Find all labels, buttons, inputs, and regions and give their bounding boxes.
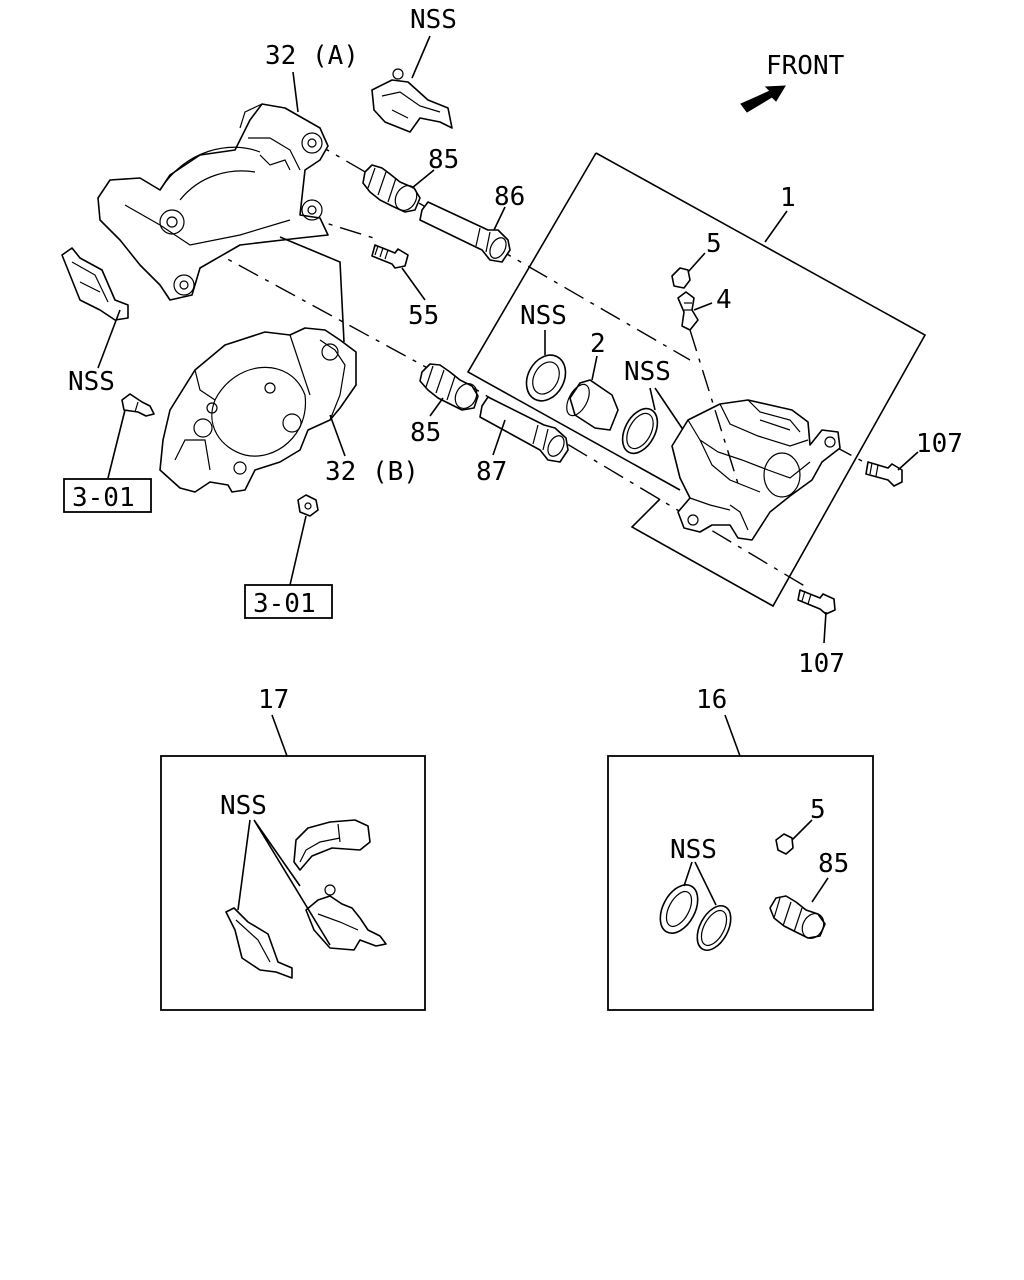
label-nss-top[interactable]: NSS: [410, 5, 457, 35]
leader-5-top: [687, 252, 706, 273]
leader-32b-top: [279, 236, 345, 343]
leader-107-bottom: [823, 611, 827, 644]
label-nss-kit16[interactable]: NSS: [670, 835, 717, 865]
leader-nss-left: [97, 309, 121, 369]
label-55[interactable]: 55: [408, 301, 439, 331]
kit-clip-b: [305, 884, 387, 951]
leader-32b: [329, 414, 346, 457]
label-1[interactable]: 1: [780, 183, 796, 213]
kit-16-box: [607, 755, 874, 1011]
label-nss-ring[interactable]: NSS: [624, 357, 671, 387]
leader-86: [493, 206, 506, 231]
label-87[interactable]: 87: [476, 457, 507, 487]
ref-box-bottom[interactable]: [244, 584, 333, 619]
label-85-kit[interactable]: 85: [818, 849, 849, 879]
bleeder-screw-4: [677, 291, 699, 331]
kit-17-box: [160, 755, 426, 1011]
leader-ref-left: [107, 409, 126, 479]
label-nss-kit17[interactable]: NSS: [220, 791, 267, 821]
pad-clip-top: [371, 68, 453, 133]
label-4[interactable]: 4: [716, 285, 732, 315]
label-17[interactable]: 17: [258, 685, 289, 715]
label-107-bottom[interactable]: 107: [798, 649, 845, 679]
bleeder-cap-5: [671, 267, 691, 289]
axis-line-lower: [459, 379, 809, 589]
leader-4: [693, 302, 713, 311]
label-107-right[interactable]: 107: [916, 429, 963, 459]
kit-piston-seal: [659, 884, 699, 934]
leader-32a: [292, 71, 299, 113]
mounting-bolt-left: [121, 393, 155, 417]
label-85-top[interactable]: 85: [428, 145, 459, 175]
leader-2: [591, 355, 598, 381]
leader-5-kit: [791, 819, 813, 841]
label-32b[interactable]: 32 (B): [325, 457, 419, 487]
caliper-bracket-b: [159, 327, 357, 493]
kit-clip-a: [225, 907, 293, 979]
label-nss-seal[interactable]: NSS: [520, 301, 567, 331]
leader-85-top: [411, 169, 435, 189]
boot-85-top: [362, 164, 421, 213]
kit-boot-85: [769, 895, 826, 940]
leader-17: [271, 714, 288, 757]
leader-85-kit: [811, 877, 829, 903]
leader-ref-bottom: [289, 515, 307, 586]
leader-16: [724, 714, 741, 757]
caliper-body: [671, 399, 841, 541]
ref-bottom-label: 3-01: [253, 589, 316, 619]
ref-box-left[interactable]: [63, 478, 152, 513]
kit-bleeder-cap-5: [775, 833, 794, 855]
leader-nss-top: [411, 35, 431, 79]
leader-55: [401, 267, 426, 301]
caliper-bracket-a: [97, 103, 329, 301]
label-nss-left[interactable]: NSS: [68, 367, 115, 397]
label-2[interactable]: 2: [590, 329, 606, 359]
caliper-assembly-outline: [595, 152, 927, 608]
guide-pin-87: [479, 396, 569, 463]
label-16[interactable]: 16: [696, 685, 727, 715]
boot-85-mid: [419, 363, 479, 411]
leader-nss-kit16: [683, 861, 717, 906]
piston-2: [566, 379, 619, 431]
leader-87: [492, 419, 506, 456]
label-86[interactable]: 86: [494, 182, 525, 212]
bolt-107-bottom: [797, 589, 836, 615]
label-85-mid[interactable]: 85: [410, 418, 441, 448]
leader-85-mid: [429, 397, 444, 417]
label-5-kit[interactable]: 5: [810, 795, 826, 825]
kit-square-ring: [696, 905, 732, 951]
brake-pad: [293, 819, 371, 871]
leader-107-right: [897, 451, 919, 471]
leader-1: [764, 210, 788, 243]
leader-nss-kit17: [237, 819, 331, 946]
guide-pin-86: [419, 201, 511, 263]
label-32a[interactable]: 32 (A): [265, 41, 359, 71]
mounting-nut: [297, 494, 319, 517]
bolt-55: [371, 244, 409, 269]
pad-clip-left: [61, 247, 129, 321]
square-ring: [621, 407, 659, 455]
front-label: FRONT: [766, 51, 845, 81]
bolt-107-right: [865, 461, 903, 487]
ref-left-label: 3-01: [72, 483, 135, 513]
front-arrow-icon: [740, 85, 786, 113]
piston-seal: [525, 354, 567, 402]
label-5-top[interactable]: 5: [706, 229, 722, 259]
